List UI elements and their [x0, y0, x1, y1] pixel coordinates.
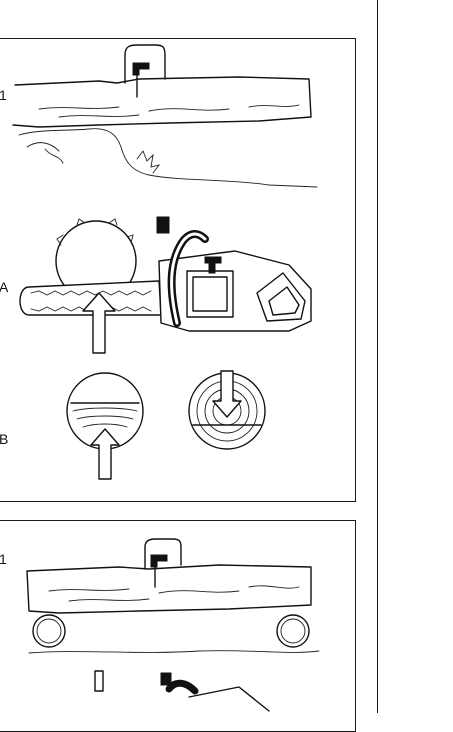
- cutting-technique-illustration: [0, 39, 355, 501]
- log-cross-section-figures: [67, 371, 265, 479]
- log-on-supports-figure: [27, 539, 319, 653]
- illustration-panel-bottom: 1: [0, 520, 356, 732]
- log-over-gap-figure: [13, 45, 317, 187]
- supported-log-illustration: [0, 521, 355, 731]
- illustration-panel-top: 1 A B: [0, 38, 356, 502]
- chainsaw-undercut-figure: [20, 217, 311, 353]
- page-margin-rule: [377, 0, 378, 713]
- chainsaw-partial-figure: [95, 671, 269, 711]
